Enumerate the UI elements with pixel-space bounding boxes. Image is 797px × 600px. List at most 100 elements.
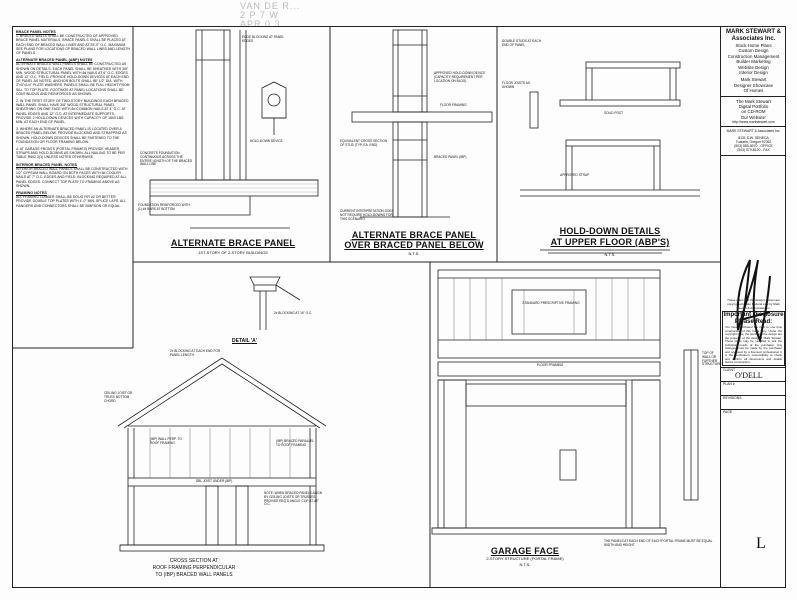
signature-icon — [733, 259, 771, 361]
page-field: PAGE — [721, 408, 786, 448]
disclosure-heading: Please Read: — [734, 319, 773, 326]
page-label: PAGE — [723, 409, 733, 414]
label-solid-post: SOLID POST — [604, 111, 624, 115]
label-standard-framing: STANDARD PRESCRIPTIVE FRAMING — [522, 301, 580, 305]
label-note-section: NOTE: WHEN BRACED PANELS ALIGN BY CEILIN… — [264, 491, 323, 507]
detail-scale-hold-down: N.T.S. — [604, 252, 616, 257]
detail-title-garage: GARAGE FACE — [490, 546, 560, 556]
digital-line: The Mark Stewart — [736, 98, 771, 104]
client-value: O'DELL — [735, 370, 763, 380]
digital-line: Digital Portfolio — [738, 104, 769, 110]
note-text: 2. IN THE FIRST STORY OF TWO-STORY BUILD… — [16, 99, 129, 125]
label-garage-note: THE PANELS AT EACH END OF EACH PORTAL FR… — [604, 539, 713, 547]
general-notes: BRACE PANEL NOTES 1. BRACED WALLS SHALL … — [16, 30, 130, 211]
title-block: MARK STEWART & Associates Inc. Stock Hom… — [720, 26, 786, 588]
label-equivalent-cross: EQUIVALENT CROSS SECTION OF STUD (TYP. E… — [340, 139, 388, 147]
label-garage-floor: FLOOR FRAMING — [536, 363, 564, 367]
label-top-plate: TOP OF WALL OR FURTHER STRUCTURE — [702, 351, 722, 367]
signature-area — [721, 158, 786, 298]
detail-title2-hold-down: AT UPPER FLOOR (ABP'S) — [550, 237, 670, 247]
detail-subtitle-garage: 2-STORY STRUCTURE (PORTAL FRAME) — [486, 556, 564, 561]
detail-title3-section: TO (IBP) BRACED WALL PANELS — [155, 572, 233, 578]
disclosure-heading: Important Disclosure — [723, 312, 784, 319]
detail-scale-garage: N.T.S. — [519, 562, 531, 567]
note-text: 1. BRACED WALLS SHALL BE CONSTRUCTED OF … — [16, 34, 130, 56]
address-line: Tualatin, Oregon 97062 — [735, 139, 772, 144]
label-floor-framing: FLOOR FRAMING — [440, 103, 467, 107]
firm-name: MARK STEWART & Associates Inc. — [726, 29, 781, 42]
note-heading: INTERIOR BRACED PANEL NOTES — [16, 162, 78, 167]
label-ceiling-joist: CEILING JOIST OR TRUSS BOTTOM CHORD — [104, 391, 133, 403]
stamp-line: APR 0 3 — [240, 19, 281, 29]
service-item: Builder Marketing — [736, 59, 771, 65]
disclosure-text: You have purchased the right to one time… — [725, 325, 782, 365]
services-list: Stock Home Plans Custom Design Construct… — [721, 43, 786, 75]
note-heading: BRACE PANEL NOTES — [16, 30, 56, 34]
detail-title-abp-over: ALTERNATE BRACE PANEL — [351, 230, 477, 240]
stamp-line: 2 P 7 W — [240, 10, 279, 20]
stamp-line: VAN DE R... — [240, 1, 301, 11]
label-three-layer: 2x BLOCKING AT 16" O.C. — [274, 311, 313, 315]
label-foundation-reinforced: FOUNDATION REINFORCED WITH (1) #4 BARS A… — [138, 203, 190, 211]
received-stamp: VAN DE R... 2 P 7 W APR 0 3 — [240, 2, 300, 29]
label-strap: APPROVED STRAP — [560, 173, 590, 177]
divider — [721, 154, 786, 156]
detail-title-a: DETAIL 'A' — [232, 338, 257, 344]
website-link[interactable]: http://www.markstewart.com — [732, 120, 775, 125]
label-concrete-foundation: CONCRETE FOUNDATION CONTINUOUS ACROSS TH… — [140, 151, 193, 167]
address-line: 8131 S.W. SENECA — [738, 135, 769, 140]
note-text: INTERIOR BRACED WALL PANELS SHALL BE CON… — [16, 166, 128, 188]
detail-title-hold-down: HOLD-DOWN DETAILS — [559, 226, 661, 236]
client-label: CLIENT — [723, 367, 736, 372]
showcase-line: Of Homes — [743, 88, 764, 94]
digital-line: on CD-ROM — [741, 109, 766, 115]
label-current-interp: CURRENT INTERPRETATION DOES NOT REQUIRE … — [340, 209, 394, 221]
plan-field: PLAN # — [721, 380, 786, 395]
showcase: Mark Stewart Designer Showcase Of Homes — [721, 77, 786, 93]
service-item: Construction Management — [727, 53, 780, 59]
note-text: 4. AT GARAGE FRONTS (PORTAL FRAMES) PROV… — [16, 147, 125, 160]
phone-line: (503) 579-8120 - FAX — [737, 148, 770, 153]
label-ibp-wall: (IBP) WALL PERP. TO ROOF FRAMING — [150, 437, 182, 445]
detail-subtitle-abp: 1ST-STORY OF 2-STORY BUILDINGS — [198, 250, 268, 255]
firm-name-small: MARK STEWART & Associates Inc. — [726, 129, 781, 134]
disclosure-box: Important Disclosure Please Read: You ha… — [722, 311, 785, 366]
phone-line: (503) 885-8070 - OFFICE — [734, 144, 773, 149]
detail-title-abp: ALTERNATE BRACE PANEL — [170, 238, 296, 248]
showcase-line: Mark Stewart — [740, 77, 767, 83]
note-text: ALTERNATE BRACED WALL PANELS SHALL BE CO… — [16, 62, 130, 96]
detail-title-section: CROSS SECTION AT — [169, 558, 219, 564]
service-item: Custom Design — [738, 48, 769, 54]
label-hold-down: HOLD-DOWN DEVICE — [250, 139, 283, 143]
divider — [721, 126, 786, 128]
address: 8131 S.W. SENECA Tualatin, Oregon 97062 … — [721, 136, 786, 153]
showcase-line: Designer Showcase — [733, 82, 774, 88]
service-item: Stock Home Plans — [735, 43, 772, 48]
service-item: Website Design — [738, 64, 769, 70]
website-label: Our Website: — [740, 114, 767, 120]
page-letter: L — [756, 535, 766, 552]
divider — [721, 95, 786, 97]
label-braced-wall-panels: (IBP) BRACED PARALLEL TO ROOF FRAMING — [276, 439, 315, 447]
note-text: 3. WHERE AN ALTERNATE BRACED PANEL IS LO… — [16, 127, 127, 144]
detail-title2-abp-over: OVER BRACED PANEL BELOW — [344, 240, 484, 250]
copyright-notice: These plans and the designs herein are c… — [727, 297, 780, 310]
note-heading: ALTERNATE BRACED PANEL (ABP) NOTES — [16, 58, 93, 63]
note-text: ALL FRAMING LUMBER SHALL BE DOUG FIR #2 … — [16, 195, 127, 208]
service-item: Interior Design — [739, 70, 768, 76]
label-edge-blocking: EDGE BLOCKING AT PANEL EDGES — [242, 35, 284, 43]
revisions-label: REVISIONS — [723, 395, 742, 400]
label-dbl-joist: DBL JOIST UNDER (IBP) — [196, 479, 233, 483]
label-double-studs: DOUBLE STUDS AT EACH END OF PANEL — [502, 39, 542, 47]
detail-title2-section: ROOF FRAMING PERPENDICULAR — [152, 565, 236, 571]
detail-scale-abp-over: N.T.S. — [408, 251, 420, 256]
note-heading: FRAMING NOTES — [16, 190, 47, 195]
label-floor-joists: FLOOR JOISTS AS SHOWN — [502, 81, 530, 89]
label-approved-hold-down: APPROVED HOLD-DOWN DEVICE (CAPACITY REQU… — [434, 71, 486, 83]
client-field: CLIENT O'DELL — [721, 366, 786, 381]
label-braced-panel: BRACED PANEL (IBP) — [434, 155, 467, 159]
sheet-border — [12, 26, 786, 588]
plan-label: PLAN # — [723, 381, 735, 386]
